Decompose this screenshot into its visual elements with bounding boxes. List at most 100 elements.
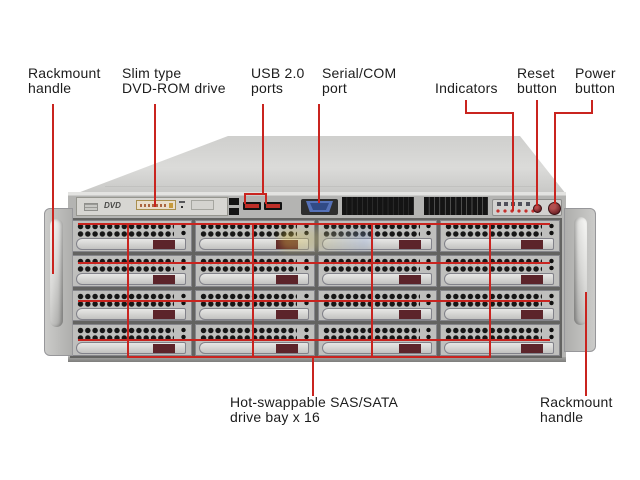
label-reset-button: Reset button — [517, 65, 558, 96]
tray-vent-holes — [199, 327, 297, 343]
rackmount-handle-left — [44, 208, 73, 356]
tray-led-indicators — [180, 327, 186, 342]
callout-line-power-v1 — [591, 100, 593, 114]
tray-led-indicators — [549, 257, 554, 272]
label-rackmount-handle-bottom: Rackmount handle — [540, 394, 613, 425]
callout-line-bay-row1 — [78, 223, 550, 225]
tray-led-indicators — [426, 327, 432, 342]
tray-led-indicators — [549, 223, 554, 237]
tray-led-indicators — [303, 292, 309, 307]
tray-latch — [521, 274, 544, 284]
callout-line-dvd — [154, 104, 156, 207]
tray-led-indicators — [180, 292, 186, 307]
tray-vent-holes — [199, 257, 297, 273]
tray-vent-holes — [445, 257, 543, 273]
dvd-logo-text: DVD — [104, 201, 121, 210]
label-drive-bays: Hot-swappable SAS/SATA drive bay x 16 — [230, 394, 399, 425]
callout-line-bay-drop — [312, 356, 314, 396]
label-rackmount-handle-top: Rackmount handle — [28, 65, 101, 96]
tray-handle — [76, 238, 186, 250]
tray-latch — [398, 309, 421, 319]
tray-led-indicators — [303, 327, 309, 342]
tray-latch — [153, 309, 175, 319]
drive-tray — [72, 220, 192, 252]
callout-line-rackmount-left — [52, 104, 54, 274]
usb-port-2 — [264, 202, 282, 210]
serial-com-port — [306, 201, 333, 212]
callout-line-indicators-h — [465, 112, 514, 114]
tray-vent-holes — [77, 327, 174, 343]
front-vent-grid-left — [342, 197, 414, 215]
callout-line-indicators-v1 — [465, 100, 467, 114]
tray-latch — [275, 344, 298, 354]
tray-handle — [444, 342, 555, 355]
label-serial-port: Serial/COM port — [322, 65, 397, 96]
tray-handle — [444, 307, 555, 320]
tray-latch — [398, 274, 421, 284]
tray-vent-holes — [445, 327, 543, 343]
tray-handle — [76, 342, 186, 355]
drive-tray — [72, 254, 192, 287]
status-led-icon — [526, 202, 530, 206]
label-usb-ports: USB 2.0 ports — [251, 65, 305, 96]
tray-latch — [398, 240, 421, 249]
watermark — [280, 230, 372, 250]
callout-line-power-v2 — [554, 112, 556, 204]
tray-latch — [521, 240, 544, 249]
cd-logo-icon — [84, 203, 98, 211]
callout-line-usb-drop1 — [244, 193, 246, 204]
tray-handle — [444, 272, 555, 285]
callout-line-bay-col1 — [127, 223, 129, 358]
tray-led-indicators — [303, 257, 309, 272]
callout-line-bay-row3 — [78, 300, 550, 302]
tray-handle — [321, 307, 432, 320]
status-led-icon — [497, 202, 501, 206]
tray-latch — [521, 344, 544, 354]
callout-line-usb-stem — [262, 104, 264, 195]
dvd-blank-plate — [191, 200, 214, 210]
callout-line-rackmount-right — [585, 292, 587, 396]
tray-led-indicators — [426, 223, 432, 237]
dvd-activity-led — [181, 206, 183, 208]
tray-vent-holes — [199, 223, 297, 238]
dvd-drive-label — [136, 200, 176, 210]
callout-line-power-h — [554, 112, 593, 114]
label-power-button: Power button — [575, 65, 616, 96]
tray-led-indicators — [426, 257, 432, 272]
chassis-top-panel — [75, 136, 566, 194]
drive-tray — [440, 289, 560, 322]
callout-line-indicators-v2 — [512, 112, 514, 211]
tray-latch — [275, 274, 298, 284]
drive-tray — [317, 289, 438, 322]
front-vent-grid-right — [424, 197, 488, 215]
indicator-leds — [496, 209, 538, 213]
tray-latch — [153, 274, 175, 284]
tray-latch — [398, 344, 421, 354]
callout-line-bay-col2 — [252, 223, 254, 358]
tray-handle — [76, 272, 186, 285]
drive-tray — [194, 254, 315, 287]
usb-port-1 — [243, 202, 261, 210]
callout-line-bay-row2 — [78, 262, 550, 264]
tray-handle — [321, 272, 432, 285]
tray-vent-holes — [77, 257, 174, 273]
rackmount-grip — [574, 217, 587, 325]
rackmount-handle-right — [564, 208, 596, 352]
tray-handle — [321, 342, 432, 355]
vent-holes-small — [229, 198, 239, 215]
callout-line-reset — [536, 100, 538, 206]
label-dvd-drive: Slim type DVD-ROM drive — [122, 65, 226, 96]
drive-tray — [440, 220, 560, 252]
drive-tray — [72, 289, 192, 322]
tray-latch — [153, 240, 175, 249]
tray-led-indicators — [180, 223, 186, 237]
status-led-icon — [504, 202, 508, 206]
label-indicators: Indicators — [435, 80, 498, 96]
tray-led-indicators — [180, 257, 186, 272]
tray-led-indicators — [549, 327, 554, 342]
tray-latch — [275, 309, 298, 319]
tray-latch — [275, 240, 298, 249]
callout-line-serial — [318, 104, 320, 203]
drive-bay-grid — [70, 218, 562, 358]
